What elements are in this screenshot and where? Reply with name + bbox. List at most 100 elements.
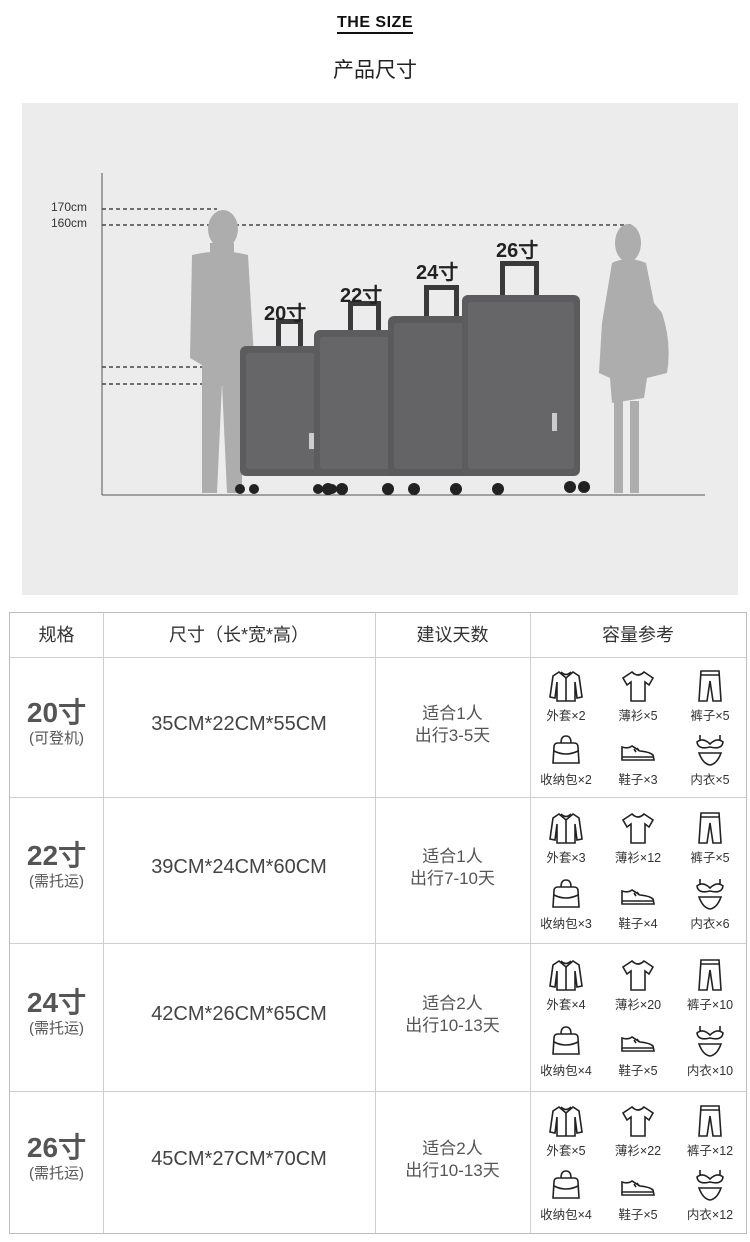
capacity-item: 内衣×5 (674, 733, 746, 788)
suitcase-label-24: 24寸 (416, 262, 459, 284)
capacity-item-label: 外套×4 (546, 997, 586, 1012)
capacity-item-label: 内衣×10 (686, 1064, 734, 1079)
capacity-item-label: 内衣×6 (690, 917, 730, 931)
days-duration: 出行10-13天 (405, 1161, 500, 1180)
capacity-item-label: 鞋子×4 (618, 917, 658, 931)
jacket-icon (530, 669, 602, 703)
suitcase-label-26: 26寸 (496, 240, 539, 262)
capacity-item-label: 鞋子×5 (618, 1064, 658, 1079)
days-duration: 出行3-5天 (414, 726, 491, 745)
capacity-item-label: 裤子×5 (690, 709, 730, 723)
capacity-item: 裤子×10 (674, 958, 746, 1013)
capacity-item: 薄衫×22 (602, 1104, 674, 1159)
capacity-item-label: 外套×3 (546, 851, 586, 865)
header-days: 建议天数 (416, 625, 489, 645)
capacity-item: 薄衫×12 (602, 811, 674, 866)
capacity-item: 鞋子×3 (602, 733, 674, 788)
tshirt-icon (602, 958, 674, 992)
size-cell: 26寸 (需托运) (10, 1132, 103, 1184)
suitcase-20 (235, 319, 337, 494)
pants-icon (674, 1104, 746, 1138)
capacity-cell: 外套×2 薄衫×5 裤子×5 收纳包×2 鞋子×3 内衣×5 (530, 657, 746, 797)
section-title: THE SIZE (0, 14, 750, 34)
capacity-item-label: 内衣×12 (686, 1208, 734, 1223)
capacity-item: 裤子×5 (674, 811, 746, 866)
days-people: 适合2人 (422, 1139, 483, 1158)
capacity-item-label: 薄衫×5 (618, 709, 658, 723)
tshirt-icon (602, 811, 674, 845)
size-note: (可登机) (29, 730, 84, 747)
days-cell: 适合2人 出行10-13天 (375, 1138, 530, 1182)
size-value: 24寸 (26, 987, 87, 1018)
days-duration: 出行10-13天 (405, 1016, 500, 1035)
capacity-item: 内衣×6 (674, 877, 746, 932)
pants-icon (674, 669, 746, 703)
days-cell: 适合2人 出行10-13天 (375, 993, 530, 1037)
capacity-item: 内衣×10 (674, 1024, 746, 1079)
capacity-item-label: 鞋子×5 (618, 1208, 658, 1223)
capacity-item: 薄衫×5 (602, 669, 674, 724)
woman-silhouette (599, 224, 669, 493)
dimensions-cell: 35CM*22CM*55CM (151, 713, 327, 735)
capacity-item-label: 裤子×12 (686, 1143, 734, 1158)
header-dimensions: 尺寸（长*宽*高） (168, 625, 309, 645)
header-capacity: 容量参考 (602, 625, 674, 645)
capacity-cell: 外套×3 薄衫×12 裤子×5 收纳包×3 鞋子×4 内衣×6 (530, 797, 746, 943)
table-row-4: 26寸 (需托运) 45CM*27CM*70CM 适合2人 出行10-13天 外… (10, 1091, 746, 1233)
man-silhouette (190, 210, 254, 493)
capacity-item: 外套×2 (530, 669, 602, 724)
capacity-item: 裤子×5 (674, 669, 746, 724)
capacity-item: 鞋子×5 (602, 1024, 674, 1079)
pants-icon (674, 811, 746, 845)
shoe-icon (602, 877, 674, 911)
height-label-160: 160cm (51, 216, 88, 230)
table-row-3: 24寸 (需托运) 42CM*26CM*65CM 适合2人 出行10-13天 外… (10, 943, 746, 1091)
capacity-item: 外套×4 (530, 958, 602, 1013)
capacity-item: 收纳包×2 (530, 733, 602, 788)
jacket-icon (530, 811, 602, 845)
capacity-item: 外套×3 (530, 811, 602, 866)
dimensions-cell: 39CM*24CM*60CM (151, 856, 327, 878)
capacity-item-label: 外套×5 (546, 1143, 586, 1158)
days-duration: 出行7-10天 (409, 869, 496, 888)
capacity-item-label: 裤子×5 (690, 851, 730, 865)
suitcase-26 (462, 261, 590, 493)
underwear-icon (674, 1024, 746, 1058)
bag-icon (530, 733, 602, 767)
dimensions-cell: 45CM*27CM*70CM (151, 1148, 327, 1170)
jacket-icon (530, 958, 602, 992)
size-comparison-illustration: 170cm 160cm 20寸 22寸 24寸 26寸 (22, 103, 738, 595)
height-label-170: 170cm (51, 200, 88, 214)
capacity-item-label: 内衣×5 (690, 773, 730, 787)
bag-icon (530, 1168, 602, 1202)
size-note: (需托运) (29, 1020, 84, 1037)
size-cell: 24寸 (需托运) (10, 987, 103, 1039)
capacity-cell: 外套×4 薄衫×20 裤子×10 收纳包×4 鞋子×5 内衣×10 (530, 943, 746, 1091)
capacity-item: 鞋子×4 (602, 877, 674, 932)
pants-icon (674, 958, 746, 992)
section-subtitle: 产品尺寸 (333, 59, 417, 82)
capacity-item-label: 收纳包×2 (540, 773, 592, 787)
shoe-icon (602, 733, 674, 767)
capacity-item-label: 裤子×10 (686, 997, 734, 1012)
capacity-item-label: 薄衫×20 (614, 997, 662, 1012)
capacity-item: 收纳包×3 (530, 877, 602, 932)
underwear-icon (674, 1168, 746, 1202)
size-note: (需托运) (29, 873, 84, 890)
capacity-item-label: 外套×2 (546, 709, 586, 723)
capacity-item-label: 收纳包×4 (540, 1064, 592, 1079)
shoe-icon (602, 1024, 674, 1058)
capacity-item: 薄衫×20 (602, 958, 674, 1013)
shoe-icon (602, 1168, 674, 1202)
table-row-1: 20寸 (可登机) 35CM*22CM*55CM 适合1人 出行3-5天 外套×… (10, 657, 746, 797)
capacity-item-label: 收纳包×3 (540, 917, 592, 931)
suitcase-label-22: 22寸 (340, 285, 383, 307)
days-cell: 适合1人 出行3-5天 (375, 703, 530, 747)
capacity-item: 裤子×12 (674, 1104, 746, 1159)
size-cell: 20寸 (可登机) (10, 697, 103, 749)
table-row-2: 22寸 (需托运) 39CM*24CM*60CM 适合1人 出行7-10天 外套… (10, 797, 746, 943)
header-spec: 规格 (38, 625, 75, 645)
size-value: 22寸 (26, 840, 87, 871)
bag-icon (530, 1024, 602, 1058)
